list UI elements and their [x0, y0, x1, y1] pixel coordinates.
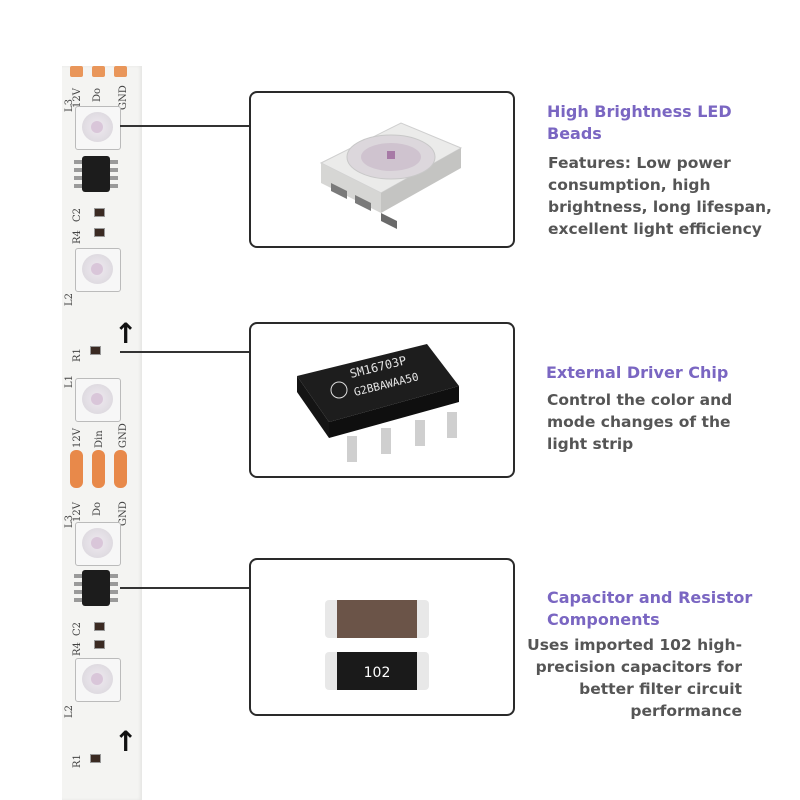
silk-label-l2: L2 — [64, 292, 75, 306]
silk-label-l2: L2 — [64, 704, 75, 718]
cut-pad — [70, 450, 83, 488]
driver-chip — [82, 156, 110, 192]
led-bead — [75, 106, 121, 150]
capacitor-resistor-image-box: 102 — [249, 558, 515, 716]
led-bead — [75, 378, 121, 422]
capacitor — [94, 640, 105, 649]
cut-pad — [92, 450, 105, 488]
led-strip: L3 12V Do GND R4 C2 L2 ↑ R1 L1 12V Din G… — [62, 66, 142, 800]
driver-chip-image-box: SM16703P G2BBAWAA50 — [249, 322, 515, 478]
silk-label-c2: C2 — [72, 621, 83, 636]
feature-desc-capacitor-resistor: Uses imported 102 high-precision capacit… — [527, 636, 742, 720]
cut-pad — [114, 450, 127, 488]
silk-label-c2: C2 — [72, 207, 83, 222]
resistor — [90, 754, 101, 763]
connector-line — [120, 351, 250, 353]
silk-label-12v: 12V — [72, 502, 83, 522]
resistor-marking: 102 — [364, 665, 391, 681]
driver-chip-icon: SM16703P G2BBAWAA50 — [297, 344, 459, 462]
silk-label-r1: R1 — [72, 348, 83, 362]
direction-arrow-icon: ↑ — [114, 317, 138, 350]
feature-title-capacitor-resistor: Capacitor and Resistor Components — [547, 588, 753, 629]
connector-line — [120, 125, 250, 127]
resistor — [94, 622, 105, 631]
solder-pad — [92, 66, 105, 77]
solder-pad — [70, 66, 83, 77]
silk-label-l1: L1 — [64, 374, 75, 388]
capacitor-resistor-icon: 102 — [325, 600, 429, 690]
solder-pad — [114, 66, 127, 77]
silk-label-r4: R4 — [72, 642, 83, 656]
silk-label-r4: R4 — [72, 230, 83, 244]
resistor — [94, 208, 105, 217]
led-bead-image-box — [249, 91, 515, 248]
resistor — [90, 346, 101, 355]
silk-label-12v: 12V — [72, 88, 83, 108]
feature-title-led-beads: High Brightness LED Beads — [547, 102, 732, 143]
feature-desc-driver-chip: Control the color and mode changes of th… — [547, 391, 733, 453]
driver-chip — [82, 570, 110, 606]
connector-line — [120, 587, 250, 589]
smd-led-icon — [319, 122, 463, 229]
silk-label-din: Din — [94, 430, 105, 448]
feature-title-driver-chip: External Driver Chip — [546, 363, 729, 382]
silk-label-do: Do — [92, 501, 103, 516]
silk-label-do: Do — [92, 87, 103, 102]
capacitor — [94, 228, 105, 237]
silk-label-r1: R1 — [72, 754, 83, 768]
led-bead — [75, 658, 121, 702]
direction-arrow-icon: ↑ — [114, 725, 138, 758]
silk-label-12v: 12V — [72, 428, 83, 448]
led-bead — [75, 248, 121, 292]
feature-desc-led-beads: Features: Low power consumption, high br… — [548, 154, 772, 238]
led-bead — [75, 522, 121, 566]
silk-label-gnd: GND — [118, 423, 129, 448]
